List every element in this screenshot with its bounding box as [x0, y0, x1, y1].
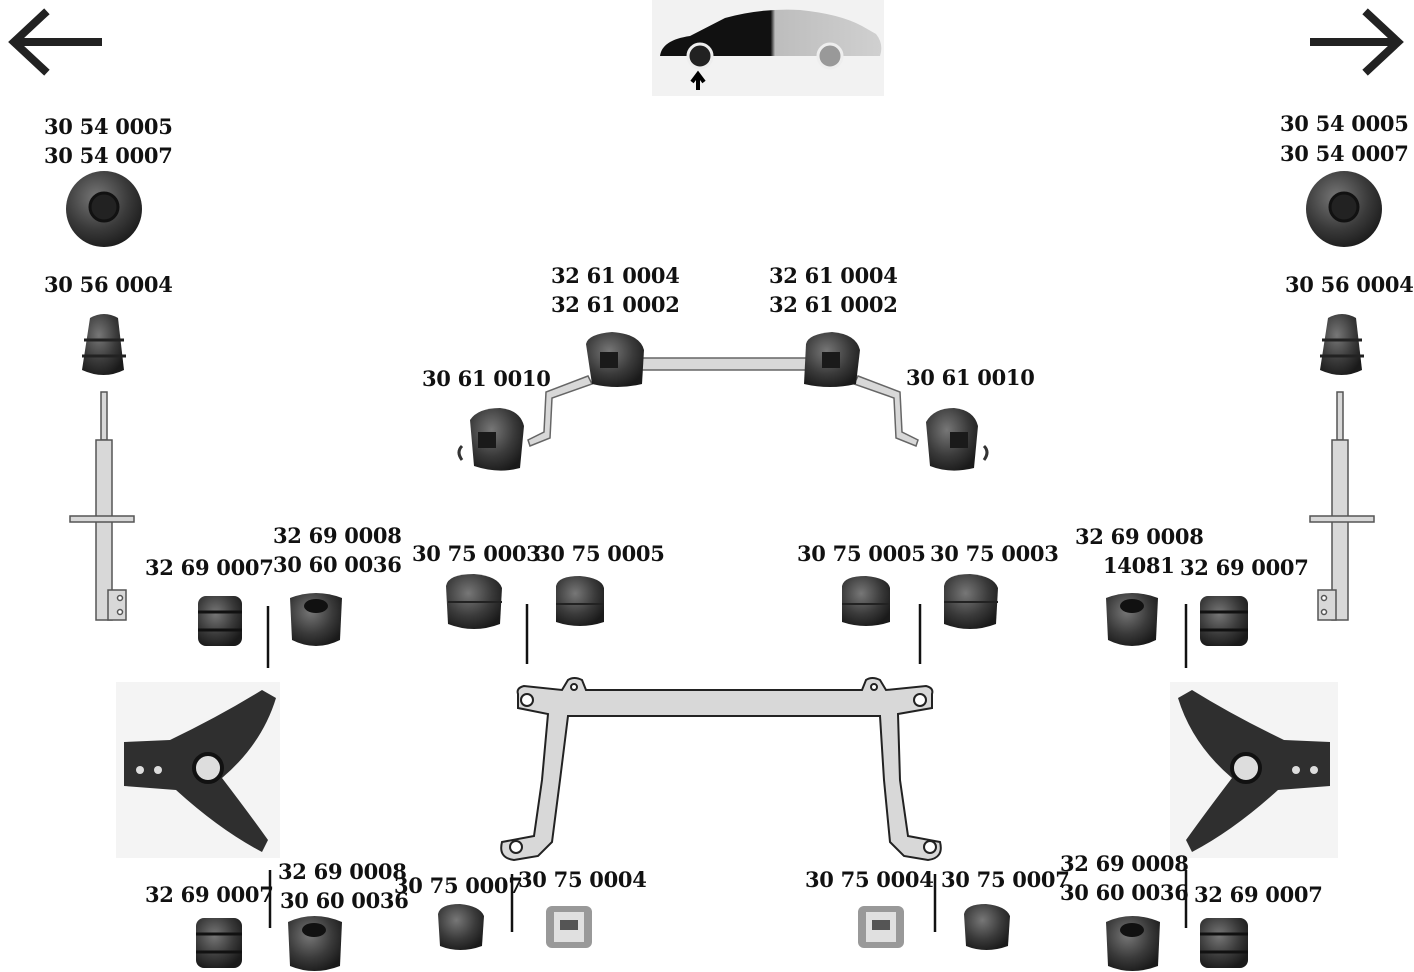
control-arm-left: [116, 682, 280, 858]
subframe-bushing-upper-left-b[interactable]: [556, 576, 604, 626]
shock-absorber-right: [1309, 391, 1375, 621]
label-bump-stop-left[interactable]: 30 56 0004: [44, 272, 173, 297]
label-subframe-lower-right-a[interactable]: 30 75 0004: [805, 867, 934, 892]
label-bump-stop-right[interactable]: 30 56 0004: [1285, 272, 1414, 297]
arm-bushing-lower-right-a[interactable]: [1106, 916, 1160, 971]
strut-mount-right[interactable]: [1306, 171, 1382, 247]
label-arm-lower-right-a1[interactable]: 32 69 0008: [1060, 851, 1189, 876]
label-subframe-lower-right-b[interactable]: 30 75 0007: [941, 867, 1070, 892]
stabilizer-bushing-center-left[interactable]: [586, 332, 644, 387]
label-subframe-lower-left-a[interactable]: 30 75 0007: [394, 873, 523, 898]
label-arm-lower-left-b1[interactable]: 32 69 0008: [278, 859, 407, 884]
label-arm-upper-left-a[interactable]: 32 69 0007: [145, 555, 274, 580]
label-arm-lower-left-a[interactable]: 32 69 0007: [145, 882, 274, 907]
subframe-bushing-lower-left-a[interactable]: [438, 904, 484, 950]
arm-bushing-lower-left-a[interactable]: [196, 918, 242, 968]
car-icon: [652, 0, 884, 96]
label-arm-upper-left-b2[interactable]: 30 60 0036: [273, 552, 402, 577]
arrow-left-icon[interactable]: [6, 8, 104, 76]
arm-bushing-lower-right-b[interactable]: [1200, 918, 1248, 968]
label-subframe-lower-left-b[interactable]: 30 75 0004: [518, 867, 647, 892]
label-arm-lower-left-b2[interactable]: 30 60 0036: [280, 888, 409, 913]
stabilizer-bushing-center-right[interactable]: [804, 332, 860, 387]
label-strut-mount-left-2[interactable]: 30 54 0007: [44, 143, 173, 168]
subframe-bushing-upper-left-a[interactable]: [446, 574, 502, 629]
subframe-bushing-lower-left-b[interactable]: [546, 906, 592, 948]
label-arm-upper-right-a1[interactable]: 32 69 0008: [1075, 524, 1204, 549]
subframe: [500, 677, 942, 862]
strut-mount-left[interactable]: [66, 171, 142, 247]
bump-stop-right[interactable]: [1320, 314, 1364, 375]
arm-bushing-upper-right-b[interactable]: [1200, 596, 1248, 646]
bump-stop-left[interactable]: [82, 314, 126, 375]
label-arm-lower-right-a2[interactable]: 30 60 0036: [1060, 880, 1189, 905]
stabilizer-bushing-end-left[interactable]: [470, 408, 524, 471]
subframe-bushing-lower-right-a[interactable]: [858, 906, 904, 948]
stabilizer-bushing-end-right[interactable]: [926, 408, 978, 471]
label-subframe-upper-right-b[interactable]: 30 75 0003: [930, 541, 1059, 566]
label-arm-upper-left-b1[interactable]: 32 69 0008: [273, 523, 402, 548]
label-arm-lower-right-b[interactable]: 32 69 0007: [1194, 882, 1323, 907]
arm-bushing-lower-left-b[interactable]: [288, 916, 342, 971]
subframe-bushing-upper-right-b[interactable]: [944, 574, 998, 629]
label-stabilizer-center-right-2[interactable]: 32 61 0002: [769, 292, 898, 317]
label-subframe-upper-right-a[interactable]: 30 75 0005: [797, 541, 926, 566]
label-strut-mount-left-1[interactable]: 30 54 0005: [44, 114, 173, 139]
label-stabilizer-center-left-2[interactable]: 32 61 0002: [551, 292, 680, 317]
label-stabilizer-center-right-1[interactable]: 32 61 0004: [769, 263, 898, 288]
label-subframe-upper-left-a[interactable]: 30 75 0003: [412, 541, 541, 566]
subframe-bushing-upper-right-a[interactable]: [842, 576, 890, 626]
shock-absorber-left: [69, 391, 135, 621]
arrow-right-icon[interactable]: [1308, 8, 1406, 76]
label-strut-mount-right-2[interactable]: 30 54 0007: [1280, 141, 1409, 166]
subframe-bushing-lower-right-b[interactable]: [964, 904, 1010, 950]
label-subframe-upper-left-b[interactable]: 30 75 0005: [536, 541, 665, 566]
label-stabilizer-end-right[interactable]: 30 61 0010: [906, 365, 1035, 390]
control-arm-right: [1170, 682, 1338, 858]
arm-bushing-upper-left-a[interactable]: [198, 596, 242, 646]
label-strut-mount-right-1[interactable]: 30 54 0005: [1280, 111, 1409, 136]
arm-bushing-upper-right-a[interactable]: [1106, 593, 1158, 646]
label-arm-upper-right-b[interactable]: 32 69 0007: [1180, 555, 1309, 580]
arm-bushing-upper-left-b[interactable]: [290, 593, 342, 646]
label-stabilizer-end-left[interactable]: 30 61 0010: [422, 366, 551, 391]
label-stabilizer-center-left-1[interactable]: 32 61 0004: [551, 263, 680, 288]
separator-lines: [266, 604, 1188, 932]
label-arm-upper-right-a2[interactable]: 14081: [1103, 553, 1175, 578]
